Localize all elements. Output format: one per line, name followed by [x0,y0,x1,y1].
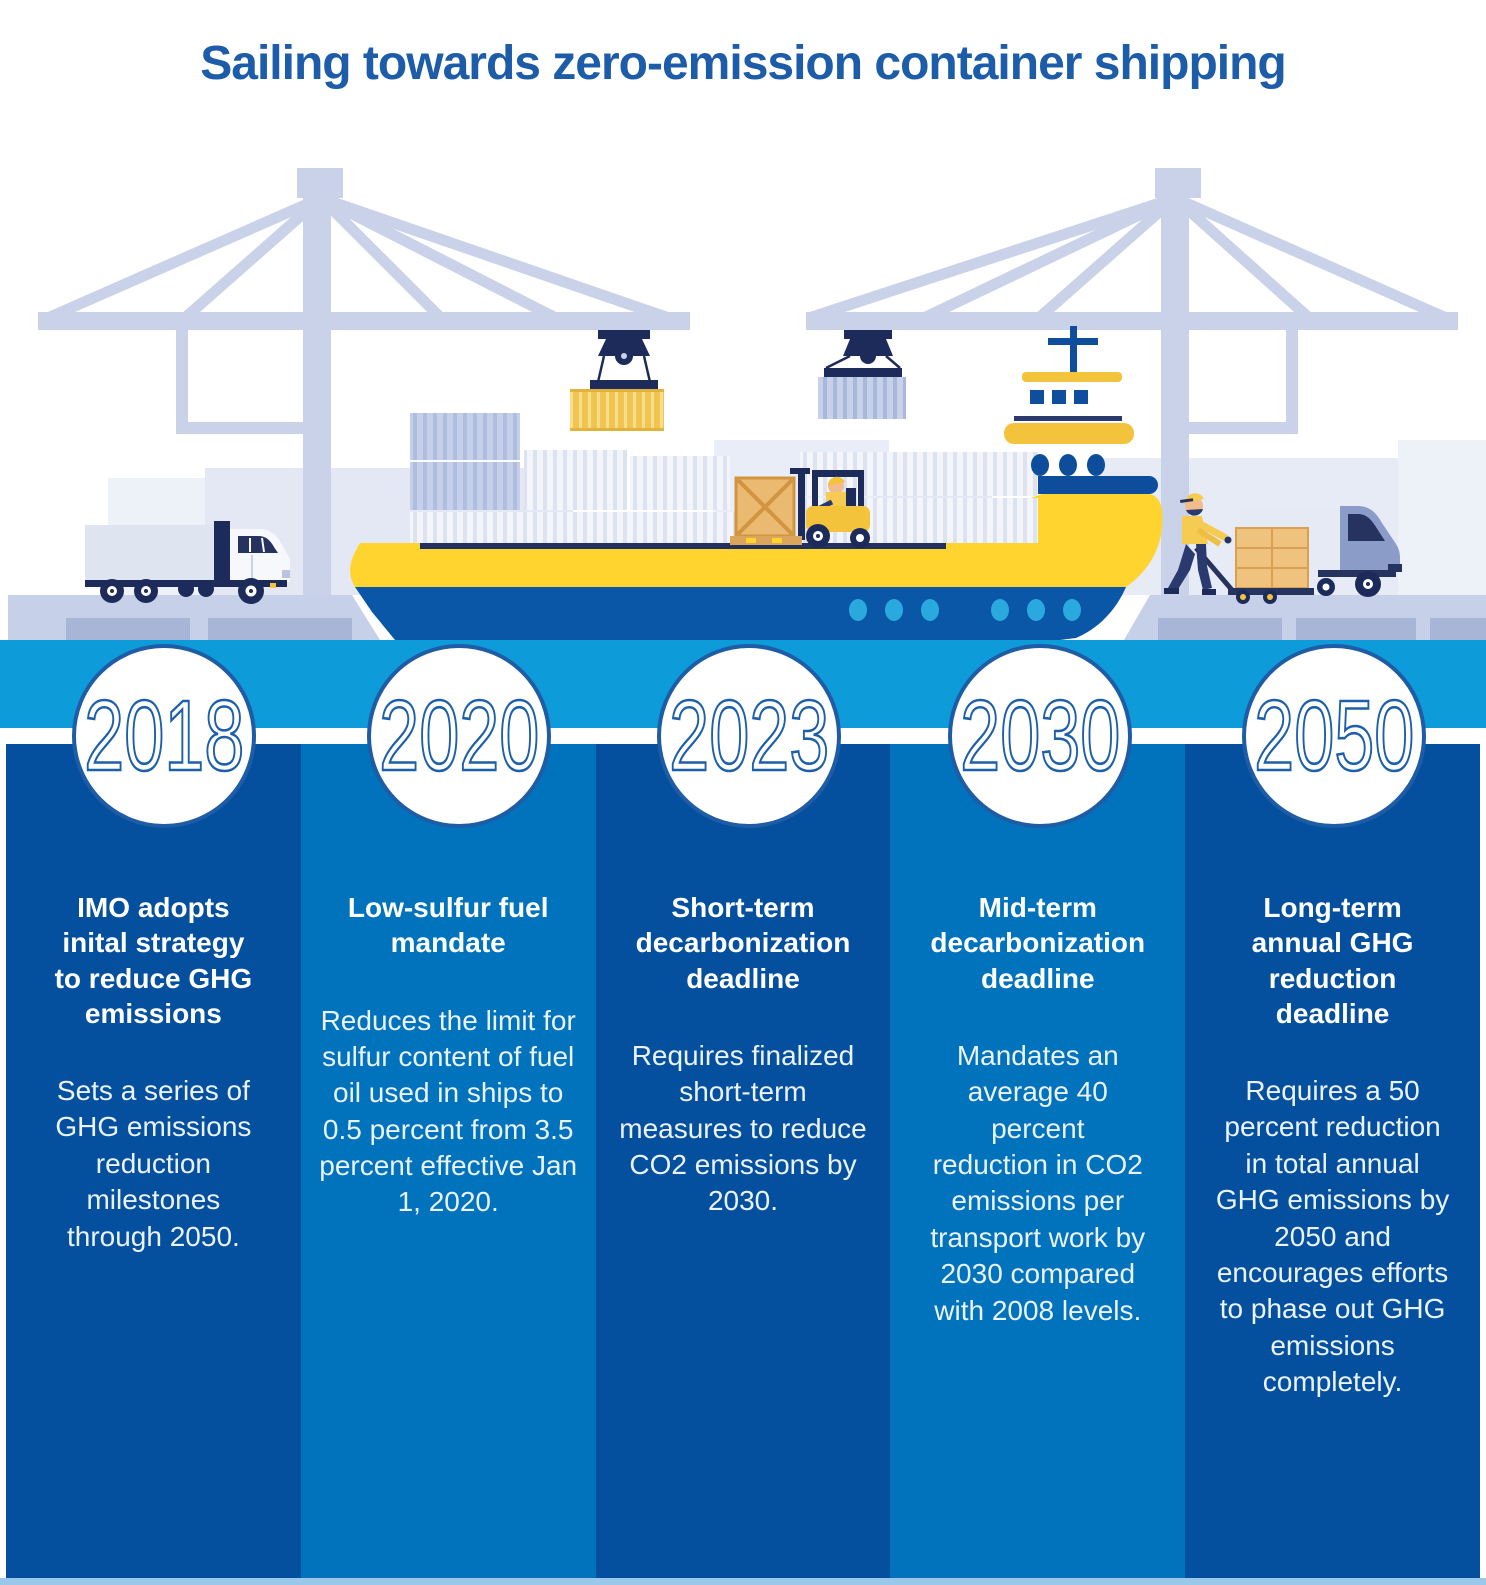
milestone-column-2018: IMO adopts inital strategy to reduce GHG… [6,744,301,1578]
year-label: 2020 [378,680,540,792]
year-label: 2023 [668,680,830,792]
milestone-body: Requires a 50 percent reduction in total… [1215,1075,1450,1398]
milestone-column-2050: Long-term annual GHG reduction deadline … [1185,744,1480,1578]
milestone-body: Mandates an average 40 percent reduction… [930,1039,1146,1326]
milestone-column-2023: Short-term decarbonization deadline Requ… [595,744,891,1578]
year-label: 2018 [83,680,245,792]
port-illustration [8,168,1486,640]
deck-containers [410,413,1038,543]
dock-left [8,595,380,640]
hanging-container-yellow [570,330,664,431]
hanging-container-gray [818,330,906,419]
page-title: Sailing towards zero-emission container … [200,37,1287,90]
year-circle-2030: 2030 [948,644,1132,828]
forklift [730,468,870,548]
year-label: 2030 [959,680,1121,792]
milestone-heading: Mid-term decarbonization deadline [930,892,1146,994]
milestone-heading: Long-term annual GHG reduction deadline [1251,892,1414,1029]
milestone-heading: IMO adopts inital strategy to reduce GHG… [54,892,253,1029]
year-circle-2023: 2023 [657,644,841,828]
bottom-accent-strip [0,1578,1486,1585]
milestone-body: Reduces the limit for sulfur content of … [319,1004,578,1218]
milestone-heading: Short-term decarbonization deadline [635,892,851,994]
year-circle-2018: 2018 [72,644,256,828]
dock-worker [1164,493,1232,595]
hand-truck [1194,527,1314,604]
gantry-crane-left [38,168,690,595]
timeline-columns: IMO adopts inital strategy to reduce GHG… [6,744,1480,1578]
milestone-body: Requires finalized short-term measures t… [619,1039,867,1217]
box-truck-left [85,521,290,604]
milestone-column-2030: Mid-term decarbonization deadline Mandat… [890,744,1186,1578]
year-circle-2020: 2020 [367,644,551,828]
milestone-heading: Low-sulfur fuel mandate [347,892,549,959]
milestone-column-2020: Low-sulfur fuel mandate Reduces the limi… [300,744,596,1578]
cargo-ship [350,326,1163,640]
hull-blue [355,587,1126,640]
cargo-crate [730,476,802,545]
portholes [849,599,1081,621]
year-circle-2050: 2050 [1242,644,1426,828]
hull-yellow [350,494,1163,587]
dock-right [1124,595,1486,640]
year-label: 2050 [1253,680,1415,792]
milestone-body: Sets a series of GHG emissions reduction… [55,1075,252,1252]
ship-bridge [1004,326,1134,476]
deck-line [420,543,946,549]
